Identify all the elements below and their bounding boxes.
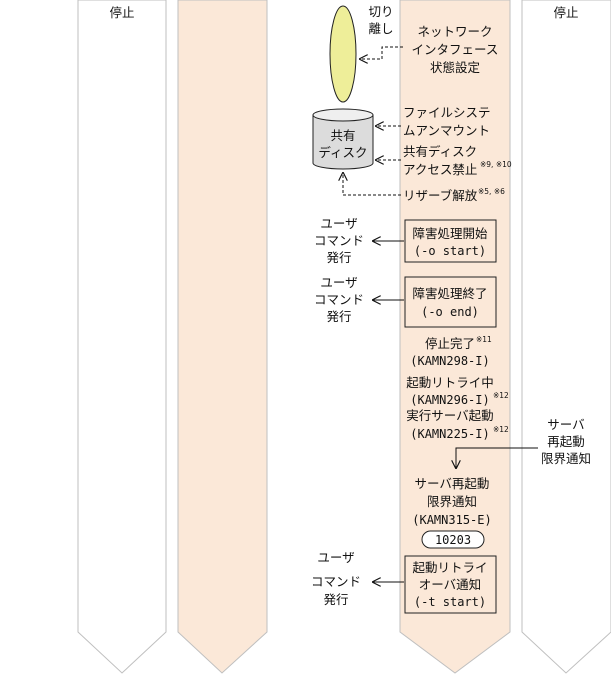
fault-start-line1: 障害処理開始 (412, 226, 488, 241)
user-cmd-1-line3: 発行 (326, 250, 351, 265)
lane-4 (521, 0, 611, 674)
stop-complete-note: ※11 (476, 335, 492, 344)
message-code: 10203 (435, 533, 471, 547)
right-notice-line1: サーバ (547, 417, 584, 432)
exec-server-line2: (KAMN225-I) (410, 427, 489, 441)
restart-limit-line2: 限界通知 (427, 494, 477, 509)
lane-2 (177, 0, 268, 674)
user-cmd-2-line3: 発行 (326, 309, 351, 324)
stop-complete-line1: 停止完了 (425, 336, 475, 351)
cut-label-2: 離し (368, 21, 393, 36)
right-notice-line3: 限界通知 (541, 451, 591, 466)
disk-label-1: 共有 (330, 128, 355, 143)
stop-complete-line2: (KAMN298-I) (410, 354, 489, 368)
reserve-release-arrow (343, 172, 401, 196)
network-interface-ellipse (329, 5, 357, 103)
user-cmd-3-line2: コマンド (311, 574, 361, 589)
restart-limit-line1: サーバ再起動 (415, 476, 490, 491)
access-prohibit-note: ※9, ※10 (480, 160, 512, 169)
fault-start-line2: (-o start) (414, 244, 486, 258)
start-retry-line2: (KAMN296-I) (410, 393, 489, 407)
user-cmd-2-line1: ユーザ (320, 275, 357, 290)
reserve-release-label: リザーブ解放 (403, 188, 478, 203)
user-cmd-1-line1: ユーザ (320, 216, 357, 231)
right-notice-line2: 再起動 (547, 434, 585, 449)
restart-limit-line3: (KAMN315-E) (412, 513, 491, 527)
user-cmd-3-line1: ユーザ (317, 550, 354, 565)
net-status-arrow (359, 46, 403, 59)
lane-4-header: 停止 (553, 5, 578, 20)
lane-3 (399, 0, 511, 674)
start-retry-note: ※12 (493, 391, 509, 400)
lane-1 (77, 0, 167, 674)
user-cmd-3-line3: 発行 (323, 592, 348, 607)
retry-over-line3: (-t start) (414, 595, 486, 609)
access-prohibit-line1: 共有ディスク (403, 144, 477, 159)
disk-label-2: ディスク (318, 145, 367, 160)
retry-over-line1: 起動リトライ (412, 560, 487, 575)
lane-1-header: 停止 (109, 5, 134, 20)
shared-disk-icon (312, 108, 374, 170)
user-cmd-2-line2: コマンド (314, 292, 364, 307)
net-status-line2: インタフェース (412, 42, 499, 57)
net-status-line3: 状態設定 (430, 60, 480, 75)
message-code-pill (421, 530, 485, 549)
reserve-release-note: ※5, ※6 (478, 187, 505, 196)
fault-start-box (404, 219, 497, 263)
access-prohibit-line2: アクセス禁止 (403, 162, 477, 177)
net-status-line1: ネットワーク (417, 24, 492, 39)
exec-server-note: ※12 (493, 425, 509, 434)
user-cmd-1-line2: コマンド (314, 233, 364, 248)
fault-end-line1: 障害処理終了 (412, 286, 487, 301)
fs-unmount-line2: ムアンマウント (403, 123, 490, 138)
retry-over-line2: オーバ通知 (419, 577, 481, 592)
fault-end-box (404, 276, 497, 328)
right-notice-arrow (456, 447, 538, 469)
cut-label-1: 切り (368, 4, 393, 19)
exec-server-line1: 実行サーバ起動 (406, 408, 493, 423)
fault-end-line2: (-o end) (421, 305, 479, 319)
retry-over-box (404, 555, 497, 614)
fs-unmount-line1: ファイルシステ (403, 105, 491, 120)
start-retry-line1: 起動リトライ中 (406, 375, 494, 390)
